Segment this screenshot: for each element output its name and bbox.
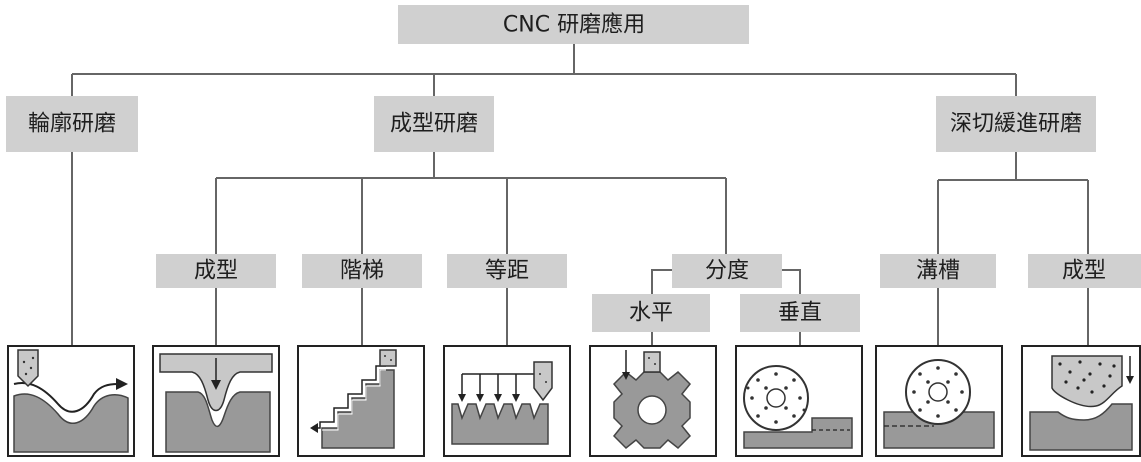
subtype-horizontal: 水平 bbox=[592, 294, 710, 332]
illustration-form-grinding bbox=[152, 345, 280, 457]
subtype-label: 成型 bbox=[1062, 259, 1106, 284]
subtype-label: 溝槽 bbox=[916, 259, 960, 284]
subtype-label: 垂直 bbox=[778, 301, 822, 326]
subtype-label: 成型 bbox=[194, 259, 238, 284]
subtype-pitch: 等距 bbox=[447, 254, 567, 288]
root-label: CNC 研磨應用 bbox=[503, 12, 645, 38]
illustration-step-grinding bbox=[297, 345, 425, 457]
illustration-vertical-indexing bbox=[735, 345, 863, 457]
subtype-slot: 溝槽 bbox=[880, 254, 996, 288]
subtype-label: 階梯 bbox=[340, 259, 384, 284]
illustration-creep-forming bbox=[1021, 345, 1141, 457]
subtype-forming: 成型 bbox=[156, 254, 276, 288]
subtype-label: 水平 bbox=[629, 301, 673, 326]
connector-lines bbox=[71, 44, 1089, 346]
root-node: CNC 研磨應用 bbox=[398, 5, 749, 44]
subtype-creep-forming: 成型 bbox=[1028, 254, 1141, 288]
category-label: 成型研磨 bbox=[390, 112, 478, 137]
subtype-step: 階梯 bbox=[302, 254, 422, 288]
category-contour: 輪廓研磨 bbox=[6, 96, 138, 152]
category-creep-feed: 深切緩進研磨 bbox=[936, 96, 1096, 152]
illustration-horizontal-indexing bbox=[589, 345, 717, 457]
subtype-label: 等距 bbox=[485, 259, 529, 284]
category-label: 輪廓研磨 bbox=[28, 112, 116, 137]
illustration-contour-grinding bbox=[7, 345, 135, 457]
illustration-creep-slot bbox=[875, 345, 1003, 457]
category-label: 深切緩進研磨 bbox=[950, 112, 1082, 137]
subtype-label: 分度 bbox=[705, 259, 749, 284]
illustration-pitch-grinding bbox=[443, 345, 571, 457]
subtype-vertical: 垂直 bbox=[740, 294, 860, 332]
category-form: 成型研磨 bbox=[374, 96, 494, 152]
subtype-indexing: 分度 bbox=[672, 254, 782, 288]
